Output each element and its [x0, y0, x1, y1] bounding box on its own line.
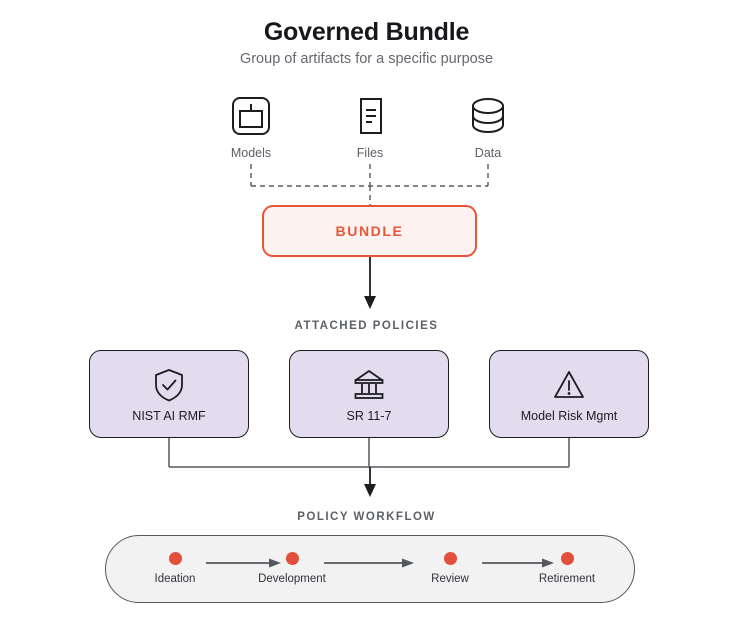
warning-triangle-icon: [551, 366, 587, 404]
artifact-label: Data: [474, 146, 502, 160]
stage-dot-icon: [560, 552, 574, 565]
artifact-files: Files: [315, 92, 425, 160]
workflow-arrow-3: [482, 558, 554, 568]
policy-workflow-pill: Ideation Development Review Retirement: [105, 535, 635, 603]
attached-policies-caption: ATTACHED POLICIES: [294, 320, 439, 332]
bundle-label: BUNDLE: [335, 223, 404, 239]
stage-dot-icon: [168, 552, 182, 565]
stage-label: Development: [258, 573, 326, 585]
artifact-row: Models Files: [0, 92, 733, 164]
policy-card-nist-ai-rmf[interactable]: NIST AI RMF: [89, 350, 249, 438]
policy-label: NIST AI RMF: [132, 408, 206, 423]
model-box-icon: [196, 92, 306, 140]
workflow-arrow-1: [206, 558, 281, 568]
bank-institution-icon: [351, 366, 387, 404]
artifact-data: Data: [433, 92, 543, 160]
bundle-box[interactable]: BUNDLE: [262, 205, 477, 257]
artifact-label: Models: [230, 146, 272, 160]
policy-label: SR 11-7: [346, 408, 392, 423]
shield-check-icon: [151, 366, 187, 404]
policy-workflow-caption: POLICY WORKFLOW: [297, 511, 436, 523]
stage-label: Review: [431, 573, 469, 585]
policy-label: Model Risk Mgmt: [520, 408, 618, 423]
workflow-stage-retirement[interactable]: Retirement: [512, 552, 622, 585]
workflow-stage-development[interactable]: Development: [237, 552, 347, 585]
policy-card-sr-11-7[interactable]: SR 11-7: [289, 350, 449, 438]
page-subtitle: Group of artifacts for a specific purpos…: [239, 51, 494, 67]
workflow-stage-review[interactable]: Review: [395, 552, 505, 585]
workflow-arrow-2: [324, 558, 414, 568]
stage-label: Ideation: [154, 573, 196, 585]
database-cylinder-icon: [433, 92, 543, 140]
policy-card-model-risk-mgmt[interactable]: Model Risk Mgmt: [489, 350, 649, 438]
artifact-label: Files: [356, 146, 384, 160]
stage-dot-icon: [443, 552, 457, 565]
page-title: Governed Bundle: [263, 18, 470, 46]
stage-dot-icon: [285, 552, 299, 565]
workflow-stage-ideation[interactable]: Ideation: [120, 552, 230, 585]
document-icon: [315, 92, 425, 140]
artifact-models: Models: [196, 92, 306, 160]
stage-label: Retirement: [538, 573, 596, 585]
